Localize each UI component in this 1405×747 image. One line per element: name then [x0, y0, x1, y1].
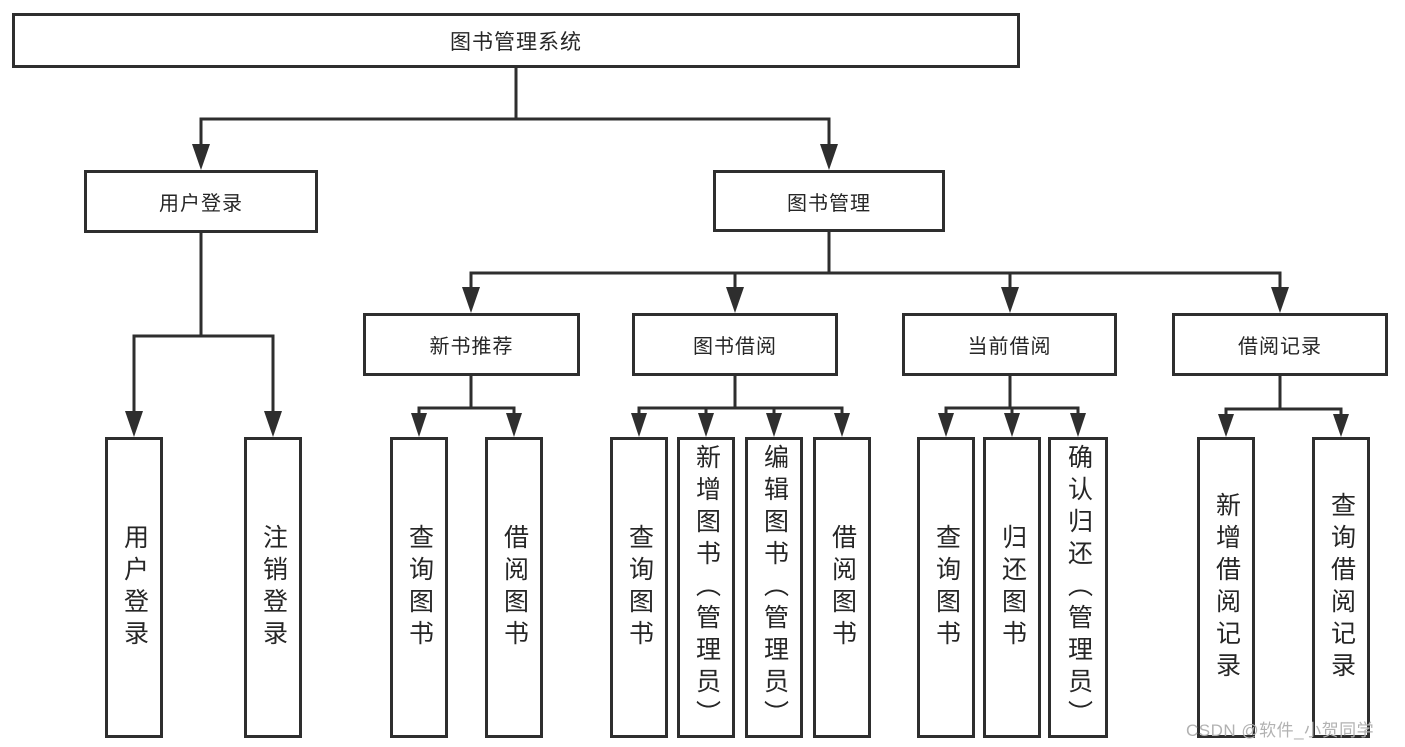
leaf-label: 编辑图书（管理员） — [760, 443, 789, 732]
leaf-label: 确认归还（管理员） — [1064, 443, 1093, 732]
csdn-watermark: CSDN @软件_小贺同学 — [1186, 721, 1375, 740]
node-user-login: 用户登录 — [84, 170, 318, 233]
leaf-add-borrow-record: 新增借阅记录 — [1197, 437, 1255, 738]
leaf-query-books-current: 查询图书 — [917, 437, 975, 738]
node-label: 用户登录 — [159, 193, 243, 215]
node-new-book-recommend: 新书推荐 — [363, 313, 580, 376]
leaf-label: 注销登录 — [259, 523, 288, 652]
node-current-borrow: 当前借阅 — [902, 313, 1117, 376]
node-label: 新书推荐 — [429, 336, 514, 358]
leaf-label: 用户登录 — [120, 523, 149, 652]
node-label: 图书管理 — [787, 192, 871, 215]
leaf-label: 新增借阅记录 — [1212, 491, 1241, 684]
arrowheads — [125, 144, 1349, 437]
leaf-label: 查询图书 — [405, 523, 434, 652]
node-book-borrow: 图书借阅 — [632, 313, 838, 376]
leaf-borrow-books: 借阅图书 — [813, 437, 871, 738]
leaf-confirm-return-admin: 确认归还（管理员） — [1048, 437, 1108, 738]
node-library-system: 图书管理系统 — [12, 13, 1020, 68]
leaf-label: 查询图书 — [932, 523, 961, 652]
leaf-label: 查询借阅记录 — [1327, 491, 1356, 684]
leaf-query-books-borrow: 查询图书 — [610, 437, 668, 738]
node-label: 当前借阅 — [967, 336, 1052, 358]
leaf-return-books: 归还图书 — [983, 437, 1041, 738]
leaf-borrow-books-recommend: 借阅图书 — [485, 437, 543, 738]
leaf-label: 归还图书 — [998, 523, 1027, 652]
node-book-management: 图书管理 — [713, 170, 945, 232]
leaf-label: 新增图书（管理员） — [692, 443, 721, 732]
leaf-logout: 注销登录 — [244, 437, 302, 738]
leaf-label: 借阅图书 — [500, 523, 529, 652]
leaf-query-books-recommend: 查询图书 — [390, 437, 448, 738]
leaf-user-login: 用户登录 — [105, 437, 163, 738]
node-label: 借阅记录 — [1238, 336, 1322, 358]
leaf-add-books-admin: 新增图书（管理员） — [677, 437, 735, 738]
node-borrow-records: 借阅记录 — [1172, 313, 1388, 376]
node-label: 图书管理系统 — [450, 30, 582, 54]
node-label: 图书借阅 — [693, 336, 777, 358]
leaf-query-borrow-record: 查询借阅记录 — [1312, 437, 1370, 738]
leaf-label: 查询图书 — [625, 523, 654, 652]
leaf-edit-books-admin: 编辑图书（管理员） — [745, 437, 803, 738]
leaf-label: 借阅图书 — [828, 523, 857, 652]
